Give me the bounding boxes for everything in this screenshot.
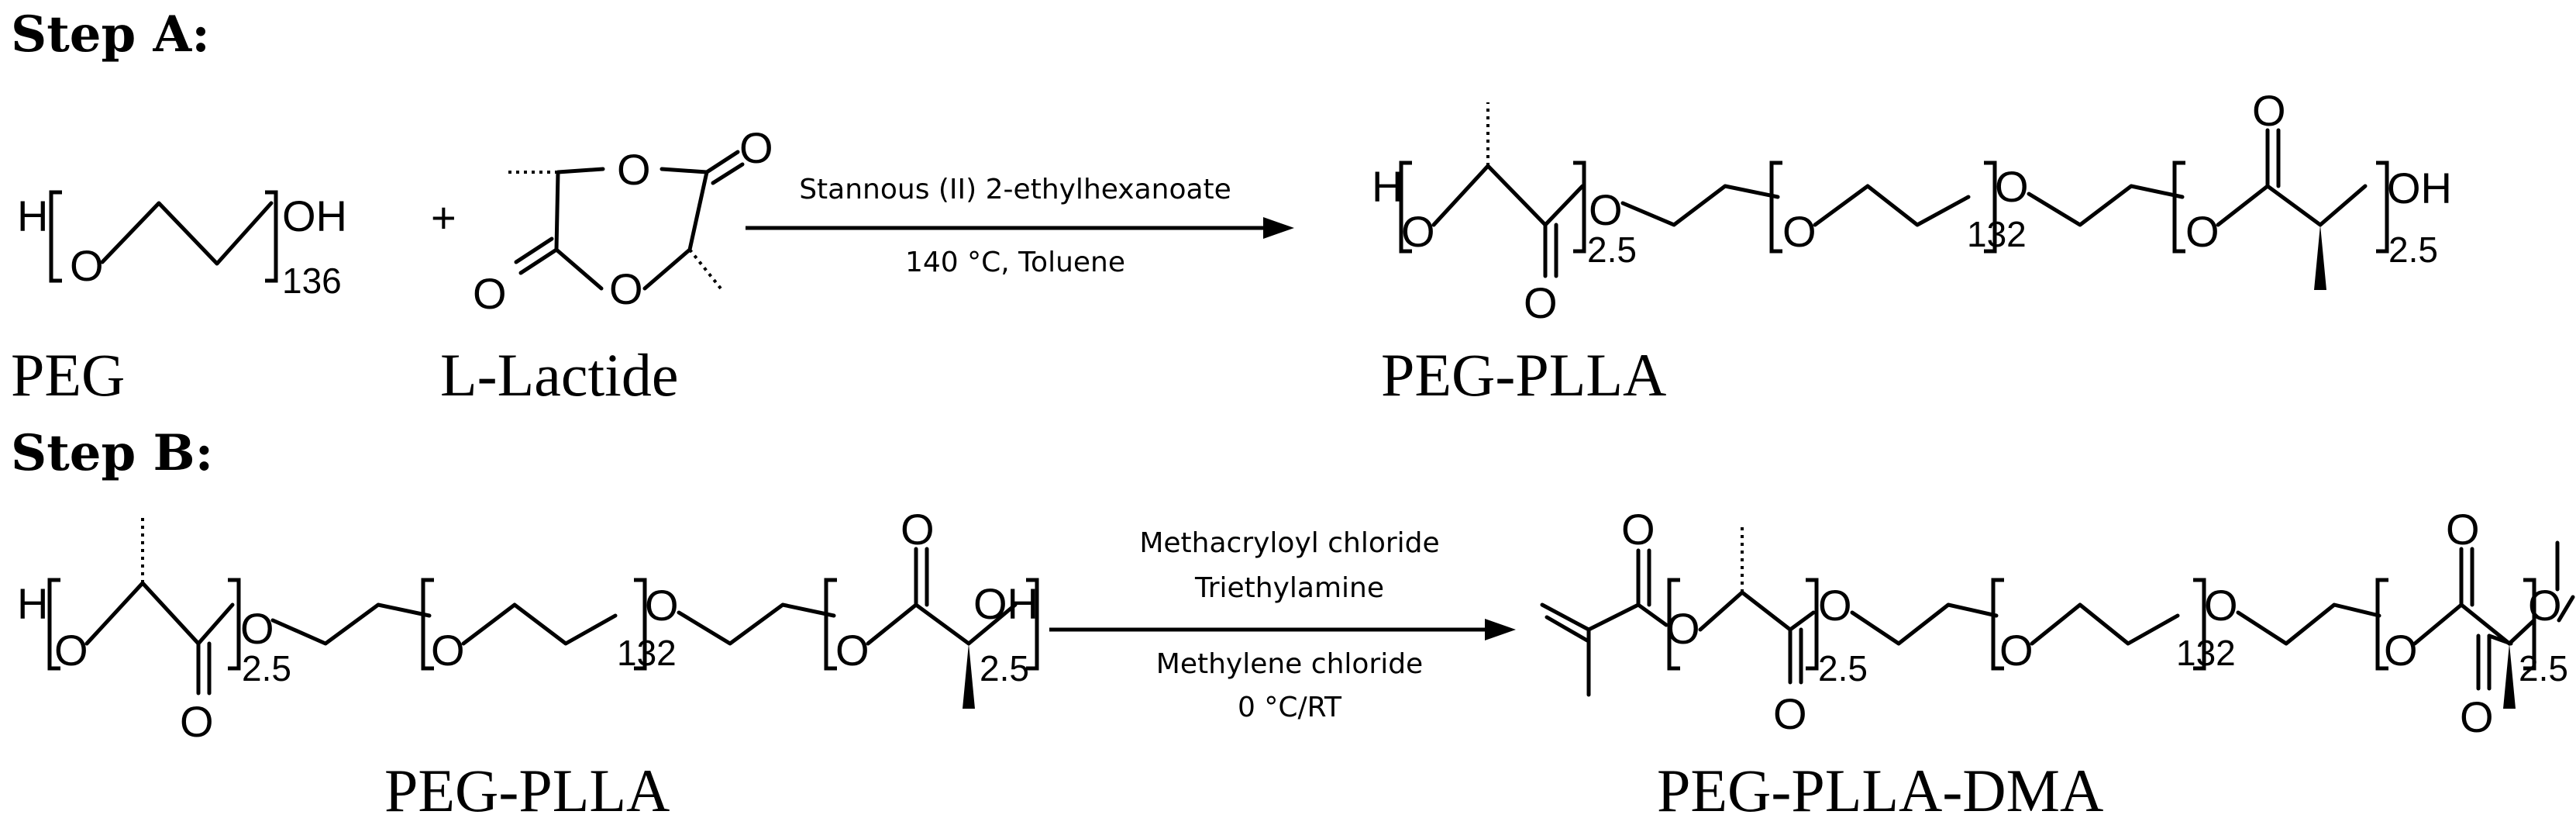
atom-label: OH <box>973 579 1038 628</box>
step-b-title: Step B: <box>11 424 213 482</box>
conditions-a-below: 140 °C, Toluene <box>905 247 1125 278</box>
peg-structure: H O OH 136 <box>17 190 347 301</box>
atom-label: O <box>1995 162 2029 211</box>
atom-label: O <box>1524 278 1558 327</box>
conditions-b-line2: Triethylamine <box>1194 572 1384 604</box>
atom-label: O <box>2185 207 2220 256</box>
atom-label: O <box>617 145 651 194</box>
atom-label: O <box>2252 86 2286 135</box>
atom-label: O <box>2460 692 2494 741</box>
atom-label: O <box>1621 505 1655 554</box>
lactide-structure: O O O O <box>473 123 773 318</box>
atom-label: O <box>901 505 935 554</box>
repeat-index: 2.5 <box>1818 648 1868 689</box>
peg-plla-structure-b: H O O 2.5 O O 132 O O O OH 2.5 <box>17 505 1039 746</box>
atom-label: O <box>240 604 274 653</box>
atom-label: H <box>17 192 48 240</box>
atom-label: H <box>1372 162 1403 211</box>
reaction-arrow-b <box>1049 619 1516 640</box>
atom-label: O <box>1773 689 1807 738</box>
plus-sign: + <box>431 193 456 242</box>
repeat-index: 2.5 <box>2388 230 2438 270</box>
repeat-index: 132 <box>1967 214 2027 254</box>
atom-label: O <box>1589 185 1623 234</box>
atom-label: OH <box>282 192 347 240</box>
atom-label: O <box>1782 207 1817 256</box>
compound-name-peg: PEG <box>11 341 125 409</box>
compound-name-peg-plla-a: PEG-PLLA <box>1381 341 1666 409</box>
atom-label: O <box>1999 626 2034 675</box>
conditions-b-line4: 0 °C/RT <box>1238 692 1342 723</box>
atom-label: H <box>17 579 48 628</box>
compound-name-peg-plla-dma: PEG-PLLA-DMA <box>1657 757 2103 824</box>
repeat-index: 2.5 <box>2519 648 2568 689</box>
atom-label: O <box>1401 207 1435 256</box>
atom-label: O <box>2446 505 2480 554</box>
atom-label: O <box>431 626 465 675</box>
atom-label: O <box>835 626 870 675</box>
repeat-index: 2.5 <box>980 648 1029 689</box>
atom-label: O <box>739 123 773 172</box>
atom-label: O <box>180 697 214 746</box>
conditions-a-above: Stannous (II) 2-ethylhexanoate <box>799 174 1231 205</box>
repeat-index: 132 <box>2176 633 2236 673</box>
atom-label: O <box>473 269 507 318</box>
conditions-b-line3: Methylene chloride <box>1156 648 1423 680</box>
peg-plla-dma-structure: O O O 2.5 O O 132 O O O 2.5 O O <box>1540 505 2575 741</box>
atom-label: OH <box>2387 164 2452 212</box>
atom-label: O <box>2204 581 2238 630</box>
atom-label: O <box>1818 581 1852 630</box>
repeat-index: 2.5 <box>1587 230 1637 270</box>
atom-label: O <box>609 264 643 313</box>
compound-name-lactide: L-Lactide <box>440 341 678 409</box>
step-a-title: Step A: <box>11 5 210 64</box>
atom-label: O <box>2384 626 2418 675</box>
compound-name-peg-plla-b: PEG-PLLA <box>384 757 670 824</box>
repeat-index: 2.5 <box>242 648 291 689</box>
atom-label: O <box>54 626 88 675</box>
repeat-index: 136 <box>282 261 342 301</box>
repeat-index: 132 <box>617 633 677 673</box>
atom-label: O <box>645 581 679 630</box>
reaction-arrow-a <box>746 217 1294 239</box>
conditions-b-line1: Methacryloyl chloride <box>1139 527 1439 559</box>
atom-label: O <box>1666 604 1700 653</box>
atom-label: O <box>70 241 104 290</box>
peg-plla-structure-a: H O O 2.5 O O 132 O O O OH 2.5 <box>1372 86 2452 327</box>
